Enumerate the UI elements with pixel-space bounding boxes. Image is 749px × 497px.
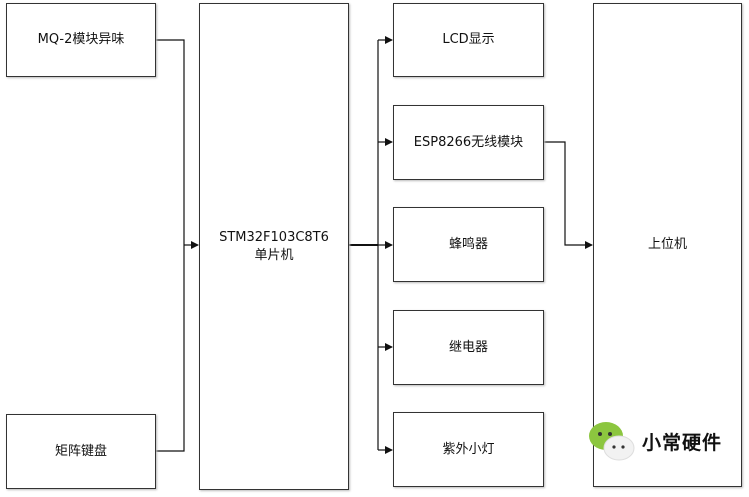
uv-light-block: 紫外小灯 (393, 412, 544, 487)
mcu-block: STM32F103C8T6 单片机 (199, 3, 349, 490)
relay-label: 继电器 (448, 339, 488, 355)
relay-block: 继电器 (393, 310, 544, 385)
host-label: 上位机 (647, 237, 687, 252)
keypad-label: 矩阵键盘 (54, 443, 107, 459)
mcu-type-label: 单片机 (254, 247, 294, 263)
lcd-block: LCD显示 (393, 3, 544, 77)
esp-host-connector (544, 141, 593, 249)
watermark: 小常硬件 (588, 418, 722, 464)
mcu-model-label: STM32F103C8T6 (219, 229, 329, 245)
esp-label: ESP8266无线模块 (413, 134, 524, 150)
uv-light-label: 紫外小灯 (442, 441, 495, 457)
watermark-text: 小常硬件 (642, 431, 723, 454)
esp-block: ESP8266无线模块 (393, 105, 544, 180)
keypad-block: 矩阵键盘 (6, 414, 156, 489)
mq2-label: MQ-2模块异味 (37, 32, 125, 47)
host-block: 上位机 (593, 3, 742, 487)
mq2-block: MQ-2模块异味 (6, 3, 156, 77)
buzzer-block: 蜂鸣器 (393, 207, 544, 282)
wechat-logo-icon (589, 422, 635, 461)
buzzer-label: 蜂鸣器 (448, 236, 488, 252)
mq2-connector (156, 39, 185, 452)
lcd-label: LCD显示 (442, 32, 495, 47)
